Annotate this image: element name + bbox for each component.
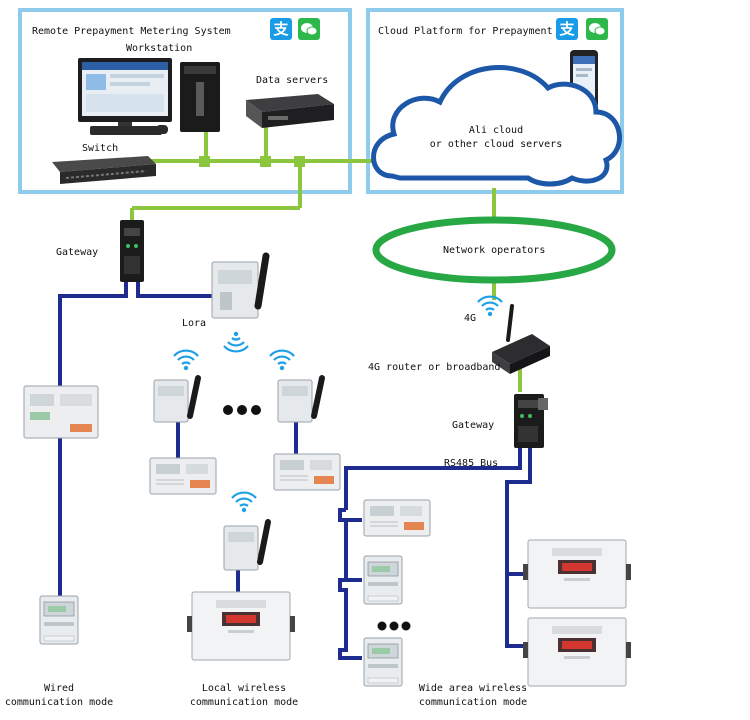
wired-mode-line1: Wired	[43, 683, 75, 694]
cloud-label-line1: Ali cloud	[468, 125, 524, 136]
wide-meter-3	[363, 637, 403, 687]
wide-mode-line2: communication mode	[418, 697, 528, 708]
gateway-right-label: Gateway	[452, 420, 495, 431]
switch-label: Switch	[82, 143, 119, 154]
local-module-2	[277, 375, 325, 423]
wired-mode-caption: Wired communication mode	[4, 682, 114, 710]
network-switch	[52, 156, 156, 184]
data-servers-label: Data servers	[256, 75, 329, 86]
wide-mode-line1: Wide area wireless	[418, 683, 528, 694]
local-meter-1	[149, 457, 217, 495]
ellipsis-dots-local	[223, 405, 261, 415]
ellipsis-dots-wide	[377, 621, 411, 631]
gateway-left-label: Gateway	[56, 247, 99, 258]
local-mode-caption: Local wireless communication mode	[184, 682, 304, 710]
cloud-shape	[371, 65, 622, 187]
gateway-right-device	[514, 394, 548, 448]
network-operators-label: Network operators	[443, 245, 546, 256]
wide-panel-meter-2	[522, 617, 632, 687]
alipay-icon: 支	[556, 18, 578, 40]
local-mode-line2: communication mode	[189, 697, 299, 708]
alipay-icon: 支	[270, 18, 292, 40]
data-servers	[246, 94, 334, 128]
cloud-label-line2: or other cloud servers	[429, 139, 563, 150]
workstation-label: Workstation	[126, 43, 193, 54]
wechat-icon	[586, 18, 608, 40]
router-label: 4G router or broadband	[368, 362, 501, 373]
4g-router-device	[492, 304, 550, 374]
local-module-3	[223, 519, 271, 571]
gateway-left-device	[120, 220, 144, 282]
wired-meter-2	[39, 595, 79, 645]
system-title: Remote Prepayment Metering System	[32, 26, 231, 37]
lora-module	[211, 252, 270, 319]
ethernet-links	[130, 120, 522, 392]
wide-meter-1	[363, 499, 431, 537]
workstation-computer	[78, 58, 220, 135]
wide-panel-meter-1	[522, 539, 632, 609]
network-operators-ring	[372, 216, 616, 284]
cloud-platform-title: Cloud Platform for Prepayment	[378, 26, 553, 37]
local-panel-meter	[186, 591, 296, 661]
wechat-icon	[298, 18, 320, 40]
local-module-1	[153, 375, 201, 423]
wired-bus-lines	[58, 282, 532, 660]
4g-label: 4G	[464, 313, 477, 324]
wide-mode-caption: Wide area wireless communication mode	[408, 682, 538, 710]
local-mode-line1: Local wireless	[201, 683, 287, 694]
wide-meter-2	[363, 555, 403, 605]
rs485-label: RS485 Bus	[444, 458, 499, 469]
lora-label: Lora	[182, 318, 207, 329]
wired-mode-line2: communication mode	[4, 697, 114, 708]
wired-meter-1	[23, 385, 99, 439]
local-meter-2	[273, 453, 341, 491]
cloud-label: Ali cloud or other cloud servers	[426, 124, 566, 152]
